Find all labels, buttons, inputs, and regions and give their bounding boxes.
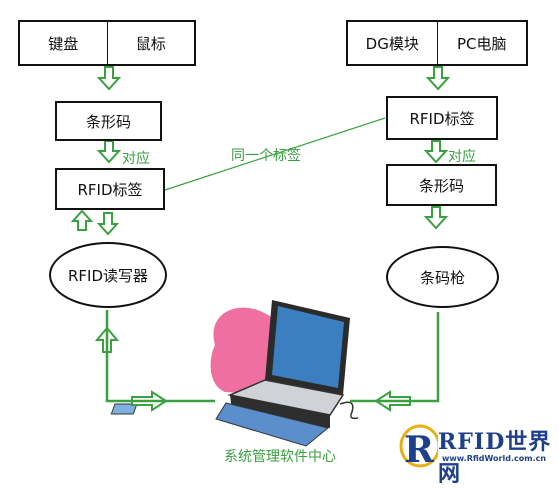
software-center-label: 系统管理软件中心	[224, 449, 336, 465]
dg-pc-box: DG模块 PC电脑	[346, 20, 528, 66]
down-arrow-keyboard	[96, 66, 122, 91]
diagram-graphics	[70, 66, 451, 447]
logo-url: www.RfidWorld.com.cn	[442, 454, 547, 463]
rfidworld-logo: R RFID世界网 www.RfidWorld.com.cn	[398, 422, 558, 487]
input-devices-box: 键盘 鼠标	[18, 20, 196, 66]
left-rfid-tag-box: RFID标签	[55, 168, 165, 210]
left-return-line	[105, 310, 215, 403]
right-barcode-box: 条形码	[386, 164, 497, 206]
keyboard-label: 键盘	[48, 34, 79, 53]
same-tag-line	[164, 117, 386, 191]
svg-text:R: R	[404, 429, 435, 470]
right-return-line	[350, 312, 440, 403]
laptop-icon	[110, 300, 359, 447]
down-arrow-pc	[425, 66, 451, 91]
right-relation-label: 对应	[448, 149, 476, 165]
down-arrow-right-rfid	[423, 140, 449, 164]
right-rfid-tag-box: RFID标签	[386, 96, 498, 140]
rfid-reader-ellipse: RFID读写器	[49, 242, 167, 308]
dg-module-label: DG模块	[365, 34, 419, 53]
mouse-label: 鼠标	[106, 22, 195, 64]
pink-blob	[210, 307, 275, 395]
left-relation-label: 对应	[122, 151, 150, 167]
barcode-scanner-ellipse: 条码枪	[386, 246, 499, 308]
down-arrow-reader	[96, 212, 120, 236]
left-barcode-box: 条形码	[55, 101, 162, 141]
rfid-logo-icon: R	[399, 424, 438, 470]
down-arrow-left-barcode	[96, 140, 122, 164]
same-tag-label: 同一个标签	[231, 148, 301, 164]
up-arrow-reader	[70, 209, 94, 231]
pc-label: PC电脑	[436, 22, 527, 64]
down-arrow-right-barcode	[423, 206, 449, 230]
